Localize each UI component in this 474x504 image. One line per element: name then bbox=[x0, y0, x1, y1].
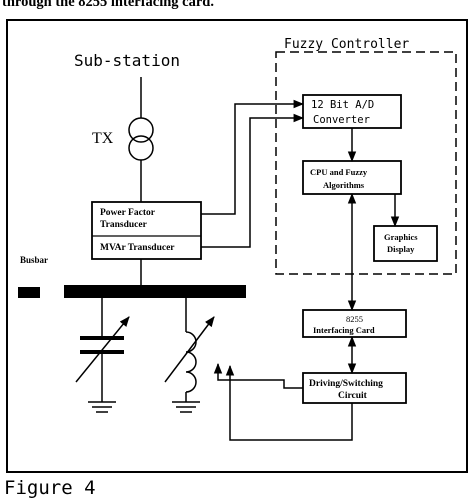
graphics-box bbox=[373, 225, 438, 262]
transformer-label: TX bbox=[92, 130, 114, 147]
signal-connections bbox=[201, 99, 400, 441]
interfacing-label-line1: 8255 bbox=[346, 314, 363, 324]
outer-frame bbox=[6, 19, 468, 473]
fuzzy-controller-label: Fuzzy Controller bbox=[284, 37, 409, 52]
substation-label: Sub-station bbox=[74, 51, 180, 70]
driving-label-line1: Driving/Switching bbox=[309, 379, 383, 389]
fuzzy-controller-box bbox=[275, 51, 457, 275]
driving-label-line2: Circuit bbox=[338, 391, 368, 401]
adc-label-line1: 12 Bit A/D bbox=[311, 99, 374, 111]
header-text: through the 8255 interfacing card. bbox=[2, 0, 214, 10]
cpu-label-line1: CPU and Fuzzy bbox=[310, 167, 368, 177]
mvar-transducer-label: MVAr Transducer bbox=[100, 243, 175, 253]
adc-label-line2: Converter bbox=[313, 114, 370, 126]
graphics-label-line1: Graphics bbox=[384, 232, 418, 242]
transformer-symbol bbox=[128, 117, 154, 161]
busbar-left-segment bbox=[18, 287, 40, 298]
graphics-label-line2: Display bbox=[387, 244, 415, 254]
reactor-branch bbox=[164, 298, 215, 413]
cpu-label-line2: Algorithms bbox=[323, 180, 365, 190]
busbar-label: Busbar bbox=[20, 255, 48, 265]
figure-caption: Figure 4 bbox=[4, 477, 96, 499]
pf-transducer-line2: Transducer bbox=[100, 220, 148, 230]
capacitor-branch bbox=[75, 298, 130, 413]
transducer-box bbox=[91, 201, 202, 260]
pf-transducer-line1: Power Factor bbox=[100, 208, 156, 218]
interfacing-label-line2: Interfacing Card bbox=[313, 325, 375, 335]
busbar-main-segment bbox=[64, 285, 246, 298]
